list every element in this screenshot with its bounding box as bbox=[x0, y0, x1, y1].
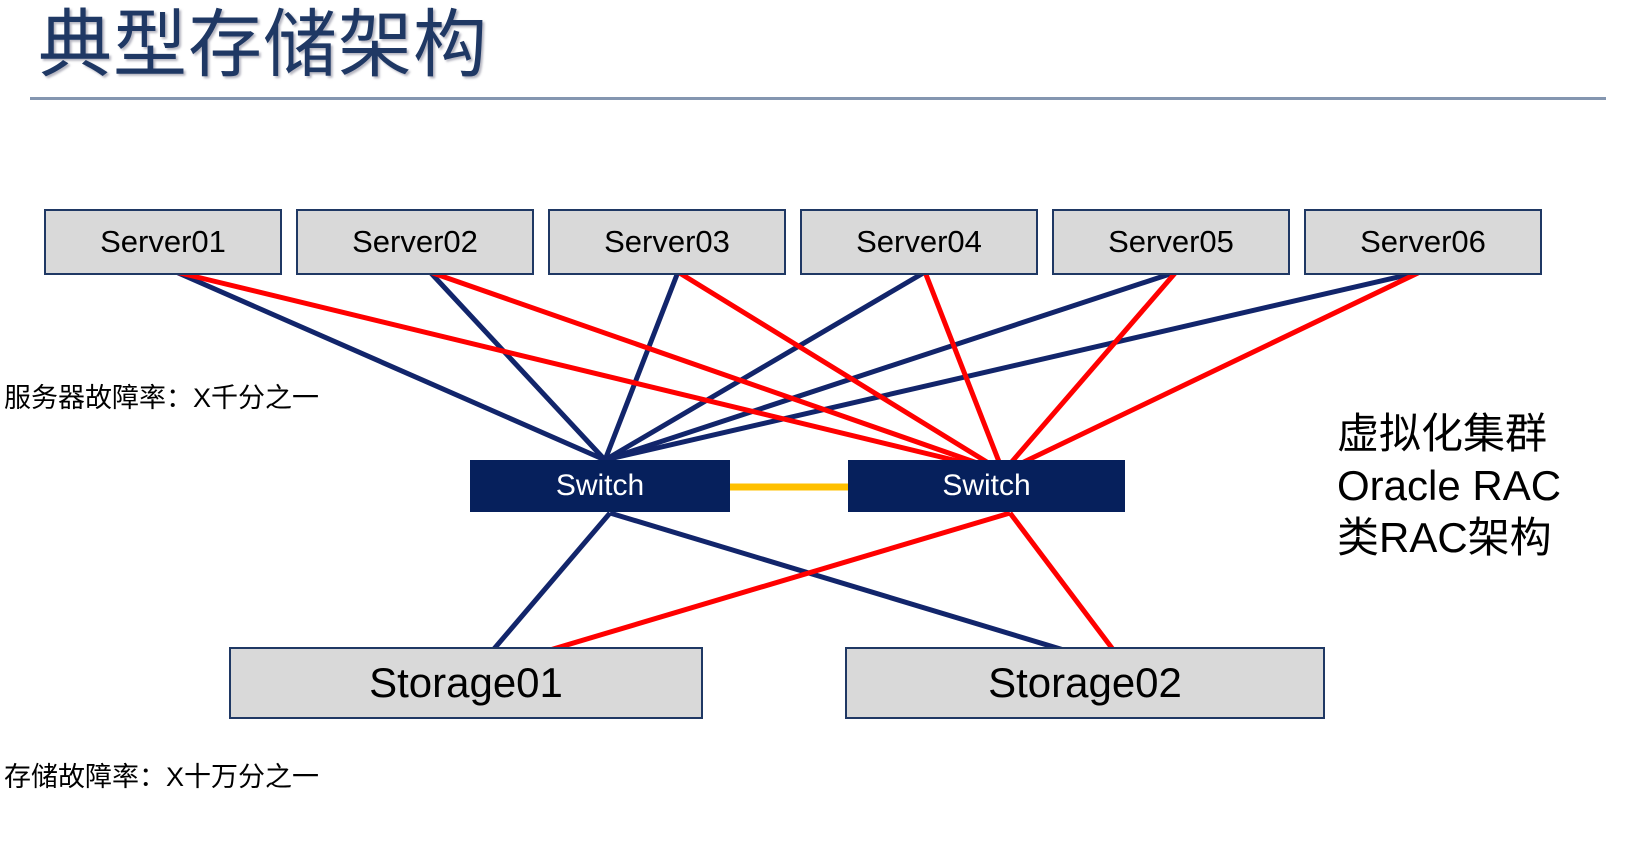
link-server05-switch01 bbox=[604, 269, 1177, 463]
link-server04-switch01 bbox=[603, 269, 927, 463]
title-divider bbox=[30, 97, 1606, 100]
server-to-switch01-links bbox=[174, 269, 1421, 463]
switch01-to-storage-links bbox=[474, 510, 1131, 673]
node-server02-label: Server02 bbox=[352, 224, 478, 259]
node-server04[interactable]: Server04 bbox=[800, 209, 1038, 275]
link-server02-switch01 bbox=[428, 270, 607, 462]
node-server01-label: Server01 bbox=[100, 224, 226, 259]
node-server06[interactable]: Server06 bbox=[1304, 209, 1542, 275]
node-storage01[interactable]: Storage01 bbox=[229, 647, 703, 719]
link-server05-switch02 bbox=[1001, 270, 1178, 474]
cluster-note-block: 虚拟化集群 Oracle RAC 类RAC架构 bbox=[1337, 408, 1561, 564]
cluster-note-line1: 虚拟化集群 bbox=[1337, 410, 1548, 457]
server-failure-rate-label: 服务器故障率：X千分之一 bbox=[4, 383, 320, 413]
node-server03-label: Server03 bbox=[604, 224, 730, 259]
node-switch02-label: Switch bbox=[942, 469, 1031, 502]
link-server06-switch02 bbox=[1001, 269, 1422, 475]
node-storage02[interactable]: Storage02 bbox=[845, 647, 1325, 719]
node-switch02[interactable]: Switch bbox=[848, 460, 1125, 512]
switch02-to-storage-links bbox=[475, 510, 1132, 675]
node-server06-label: Server06 bbox=[1360, 224, 1486, 259]
link-server02-switch02 bbox=[429, 269, 1004, 475]
node-switch01-label: Switch bbox=[555, 469, 645, 502]
node-server03[interactable]: Server03 bbox=[548, 209, 786, 275]
link-server01-switch02 bbox=[175, 269, 1004, 475]
node-server02[interactable]: Server02 bbox=[296, 209, 534, 275]
node-storage02-label: Storage02 bbox=[988, 659, 1182, 706]
link-switch02-storage02 bbox=[1008, 511, 1132, 674]
link-server01-switch01 bbox=[174, 269, 607, 463]
link-server04-switch02 bbox=[922, 271, 1006, 473]
page-title: 典型存储架构 bbox=[38, 3, 488, 86]
link-server03-switch01 bbox=[602, 271, 681, 461]
link-switch01-storage02 bbox=[609, 510, 1131, 673]
cluster-note-line3: 类RAC架构 bbox=[1337, 514, 1552, 561]
storage-failure-rate-label: 存储故障率：X十万分之一 bbox=[4, 762, 320, 792]
server-to-switch02-links bbox=[175, 269, 1422, 475]
cluster-note-line2: Oracle RAC bbox=[1337, 462, 1562, 509]
node-server05-label: Server05 bbox=[1108, 224, 1234, 259]
node-server05[interactable]: Server05 bbox=[1052, 209, 1290, 275]
link-switch02-storage01 bbox=[475, 510, 1011, 675]
link-server06-switch01 bbox=[604, 269, 1421, 463]
node-storage01-label: Storage01 bbox=[369, 659, 563, 706]
node-switch01[interactable]: Switch bbox=[470, 460, 730, 512]
link-switch01-storage01 bbox=[474, 511, 612, 672]
node-server04-label: Server04 bbox=[856, 224, 982, 259]
link-server03-switch02 bbox=[676, 269, 1005, 475]
node-server01[interactable]: Server01 bbox=[44, 209, 282, 275]
